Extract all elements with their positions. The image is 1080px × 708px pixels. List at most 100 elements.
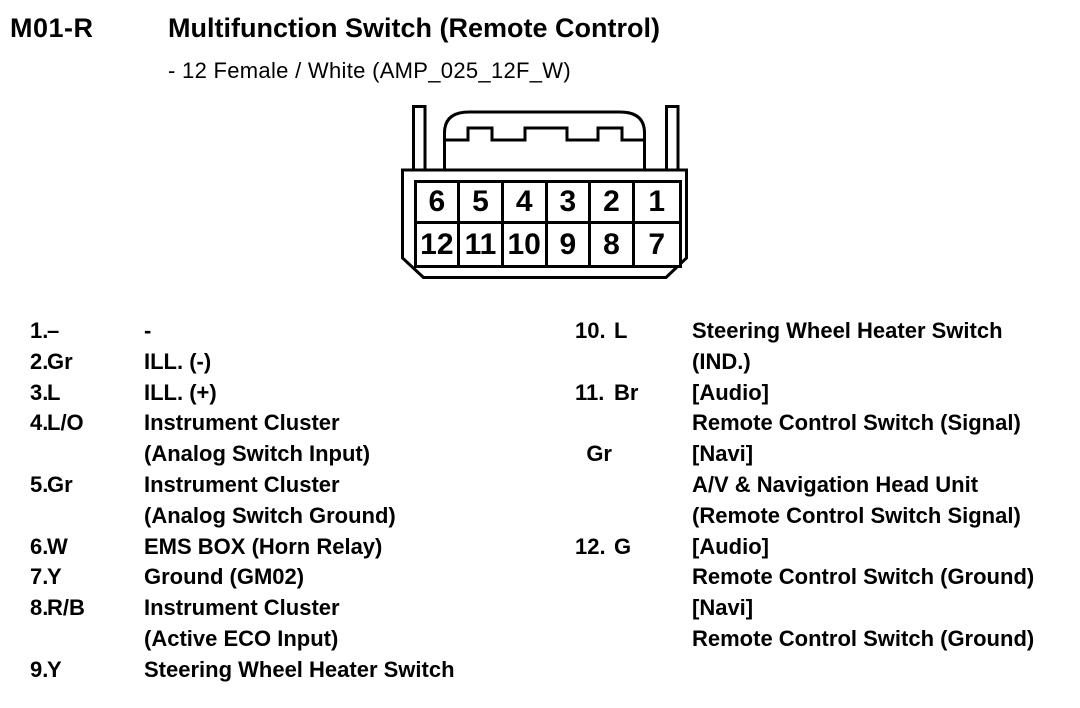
- page-subtitle: - 12 Female / White (AMP_025_12F_W): [168, 58, 571, 83]
- pin-description: (IND.): [692, 348, 751, 374]
- pin-description: -: [144, 318, 152, 343]
- pin-number: [30, 439, 47, 470]
- pin-number: [568, 408, 614, 439]
- pin-cell: 1: [634, 183, 679, 224]
- pin-row: Gr[Navi]: [568, 439, 1034, 470]
- wire-color: [614, 470, 692, 501]
- pin-row: (Analog Switch Ground): [30, 501, 455, 532]
- page-title: Multifunction Switch (Remote Control): [168, 13, 660, 43]
- wire-color: Y: [47, 564, 62, 590]
- pin-description: [Navi]: [692, 441, 754, 467]
- pin-description: EMS BOX (Horn Relay): [144, 533, 383, 559]
- pin-description: [Navi]: [692, 595, 754, 621]
- pin-description: ILL. (-): [144, 348, 212, 374]
- wire-color: L: [47, 379, 61, 405]
- wire-color: R/B: [47, 595, 85, 621]
- pin-number: 3.: [30, 379, 49, 405]
- wire-color: Gr: [47, 471, 73, 497]
- pin-description: ILL. (+): [144, 379, 217, 405]
- pin-row: A/V & Navigation Head Unit: [568, 470, 1034, 501]
- pin-number: [30, 501, 47, 532]
- pin-description: (Analog Switch Ground): [144, 502, 396, 528]
- pin-description: Remote Control Switch (Signal): [692, 410, 1021, 436]
- wire-color: L/O: [47, 410, 84, 436]
- pin-row: 1.– -: [30, 316, 455, 347]
- wire-color: [614, 624, 692, 655]
- wire-color: L: [614, 318, 628, 343]
- pin-description: Ground (GM02): [144, 564, 305, 590]
- pin-row: (Analog Switch Input): [30, 439, 455, 470]
- pin-number: 10.: [575, 318, 606, 343]
- wire-color: –: [47, 318, 60, 343]
- connector-latch: [443, 110, 646, 170]
- pin-description: (Remote Control Switch Signal): [692, 502, 1021, 528]
- pin-cell: 6: [416, 183, 461, 224]
- pin-row: Remote Control Switch (Ground): [568, 562, 1034, 593]
- pin-row: 11.Br[Audio]: [568, 378, 1034, 409]
- pin-number: 2.: [30, 348, 49, 374]
- pin-number: 4.: [30, 410, 49, 436]
- pin-cell: 3: [547, 183, 592, 224]
- pin-row: 4.L/O Instrument Cluster: [30, 408, 455, 439]
- pin-number: 8.: [30, 595, 49, 621]
- pin-description: Instrument Cluster: [144, 471, 340, 497]
- wire-color: [47, 439, 144, 470]
- pin-description: Instrument Cluster: [144, 410, 340, 436]
- pin-number: 9.: [30, 656, 49, 682]
- pin-cell: 9: [548, 224, 592, 265]
- pin-description: [Audio]: [692, 379, 769, 405]
- pin-cell: 8: [591, 224, 635, 265]
- pin-number: 7.: [30, 564, 49, 590]
- pin-description: Remote Control Switch (Ground): [692, 564, 1035, 590]
- pin-cell: 10: [504, 224, 548, 265]
- connector-code: M01-R: [10, 13, 94, 43]
- pin-number: [568, 593, 614, 624]
- wire-color: W: [47, 533, 68, 559]
- pin-row: 8.R/B Instrument Cluster: [30, 593, 455, 624]
- connector-tab-right: [665, 105, 680, 172]
- wire-color: [614, 501, 692, 532]
- pin-description: A/V & Navigation Head Unit: [692, 471, 979, 497]
- pin-number: 5.: [30, 471, 49, 497]
- pin-number: 12.: [575, 533, 606, 559]
- pin-description: Instrument Cluster: [144, 595, 340, 621]
- pin-row: 2.Gr ILL. (-): [30, 347, 455, 378]
- wire-color: [614, 347, 692, 378]
- pin-row: 7.Y Ground (GM02): [30, 562, 455, 593]
- pin-row: [Navi]: [568, 593, 1034, 624]
- wire-color: [614, 408, 692, 439]
- pin-description: Remote Control Switch (Ground): [692, 625, 1035, 651]
- wire-color: [614, 593, 692, 624]
- pin-row: 3.L ILL. (+): [30, 378, 455, 409]
- pin-row: Remote Control Switch (Signal): [568, 408, 1034, 439]
- pin-cell: 12: [417, 224, 461, 265]
- pin-row: (Active ECO Input): [30, 624, 455, 655]
- pin-number: [568, 470, 614, 501]
- pin-number: [30, 624, 47, 655]
- pin-description: [Audio]: [692, 533, 769, 559]
- wire-color: Y: [47, 656, 62, 682]
- wire-color: G: [614, 533, 632, 559]
- wire-color: Gr: [47, 348, 73, 374]
- pin-number: [568, 347, 614, 378]
- pin-row: (Remote Control Switch Signal): [568, 501, 1034, 532]
- pin-row: Remote Control Switch (Ground): [568, 624, 1034, 655]
- pin-cell: 4: [503, 183, 548, 224]
- pin-row: 12. G [Audio]: [568, 532, 1034, 563]
- wire-color: [47, 624, 144, 655]
- pin-cell: 2: [591, 183, 635, 224]
- pin-description: (Analog Switch Input): [144, 441, 371, 467]
- pin-number: 1.: [30, 318, 49, 343]
- wire-color: Br: [614, 379, 639, 405]
- wire-color: [47, 501, 144, 532]
- pin-row: (IND.): [568, 347, 1034, 378]
- pin-description: (Active ECO Input): [144, 625, 339, 651]
